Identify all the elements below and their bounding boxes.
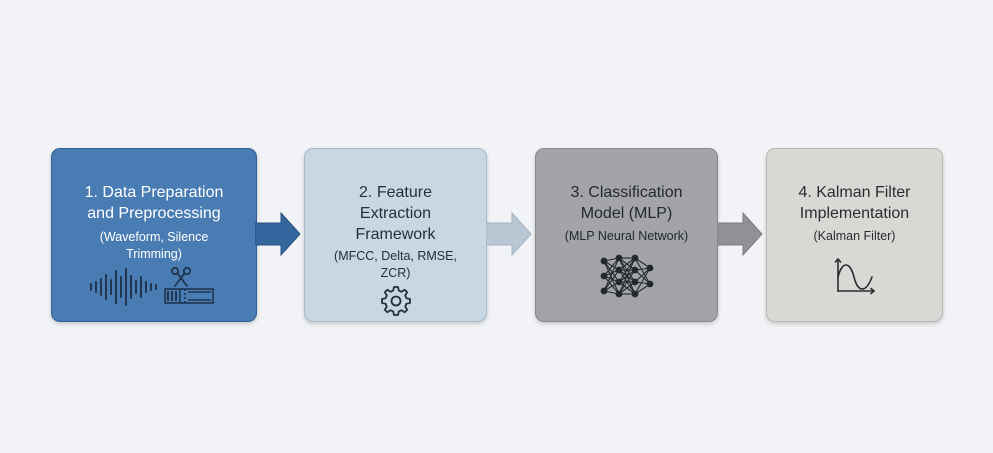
step-3-title: 3. Classification Model (MLP) (536, 182, 717, 224)
step-3-subtitle: (MLP Neural Network) (536, 228, 717, 245)
scissors-icon (170, 266, 192, 287)
arrow-3-to-4 (717, 212, 763, 256)
step-3-box: 3. Classification Model (MLP) (MLP Neura… (535, 148, 718, 322)
waveform-icon (90, 268, 157, 306)
step-1-box: 1. Data Preparation and Preprocessing (W… (51, 148, 257, 322)
step-2-title: 2. Feature Extraction Framework (305, 182, 486, 245)
step-3-title-line-1: 3. Classification (570, 184, 683, 201)
step-3-subtitle-line-1: (MLP Neural Network) (564, 229, 689, 243)
gear-icon (381, 286, 411, 316)
film-strip-icon (164, 288, 214, 304)
step-1-title: 1. Data Preparation and Preprocessing (52, 182, 256, 224)
step-3-title-line-2: Model (MLP) (580, 205, 673, 222)
step-4-box: 4. Kalman Filter Implementation (Kalman … (766, 148, 943, 322)
arrow-1-to-2 (255, 212, 301, 256)
step-1-subtitle-line-1: (Waveform, Silence (99, 230, 209, 244)
sine-wave-plot-icon (834, 258, 875, 295)
step-4-title-line-2: Implementation (799, 205, 910, 222)
step-2-title-line-2: Extraction (359, 205, 432, 222)
arrow-2-to-3 (486, 212, 532, 256)
step-2-subtitle: (MFCC, Delta, RMSE, ZCR) (305, 248, 486, 282)
step-2-title-line-3: Framework (355, 226, 436, 243)
step-4-subtitle-line-1: (Kalman Filter) (813, 229, 896, 243)
step-2-subtitle-line-1: (MFCC, Delta, RMSE, (334, 249, 457, 263)
step-4-title: 4. Kalman Filter Implementation (767, 182, 942, 224)
neural-network-icon (600, 254, 654, 298)
step-2-subtitle-line-2: ZCR) (380, 266, 411, 280)
step-1-subtitle: (Waveform, Silence Trimming) (52, 229, 256, 263)
step-1-title-line-1: 1. Data Preparation (84, 184, 224, 201)
step-1-title-line-2: and Preprocessing (87, 205, 221, 222)
step-4-title-line-1: 4. Kalman Filter (798, 184, 911, 201)
step-2-title-line-1: 2. Feature (359, 184, 432, 201)
step-2-box: 2. Feature Extraction Framework (MFCC, D… (304, 148, 487, 322)
step-4-subtitle: (Kalman Filter) (767, 228, 942, 245)
step-1-subtitle-line-2: Trimming) (126, 247, 182, 261)
